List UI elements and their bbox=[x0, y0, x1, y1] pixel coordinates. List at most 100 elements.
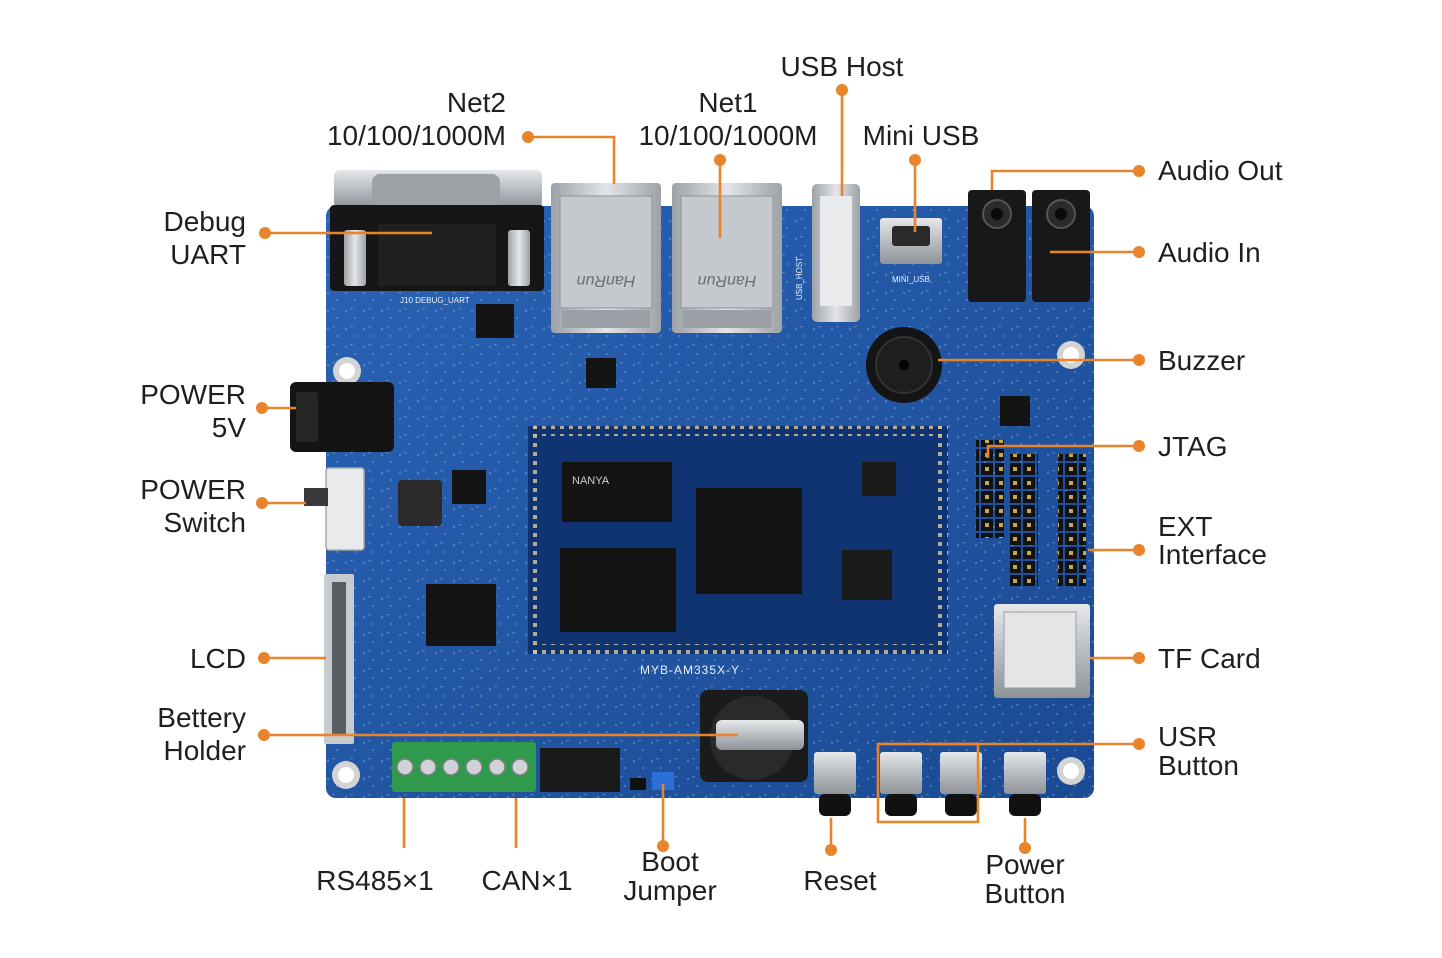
circle-marker-icon bbox=[657, 840, 669, 852]
power-5v-label-line2: 5V bbox=[211, 412, 246, 443]
reset-label-line1: Reset bbox=[803, 865, 877, 896]
buzzer-label-line1: Buzzer bbox=[1158, 345, 1246, 376]
circle-marker-icon bbox=[1133, 246, 1145, 258]
usb-host-silkscreen: USB_HOST bbox=[795, 257, 804, 300]
usr-button-2 bbox=[940, 752, 982, 816]
circle-marker-icon bbox=[714, 154, 726, 166]
phy-chip bbox=[586, 358, 616, 388]
power-inductor bbox=[398, 480, 442, 526]
mounting-hole bbox=[1057, 757, 1085, 785]
mini-usb-label-line1: Mini USB bbox=[862, 120, 980, 151]
debug-uart-silkscreen: J10 DEBUG_UART bbox=[400, 296, 470, 305]
tf-card-label-line1: TF Card bbox=[1158, 643, 1261, 674]
battery-holder bbox=[700, 690, 808, 782]
audio-out-label: Audio Out bbox=[1158, 154, 1338, 187]
circle-marker-icon bbox=[259, 227, 271, 239]
power-button-label-line1: Power bbox=[985, 849, 1065, 880]
net1-label: Net1 10/100/1000M bbox=[618, 86, 838, 152]
power-switch-label-line1: POWER bbox=[140, 474, 246, 505]
usr-button-label-line1: USR bbox=[1158, 721, 1218, 752]
ext-header-2 bbox=[1058, 454, 1086, 586]
nand-chip bbox=[560, 548, 676, 632]
jtag-label-line1: JTAG bbox=[1158, 431, 1228, 462]
mounting-hole bbox=[333, 357, 361, 385]
circle-marker-icon bbox=[258, 729, 270, 741]
rs485-label-line1: RS485×1 bbox=[316, 865, 434, 896]
board-model-silkscreen: MYB-AM335X-Y bbox=[640, 663, 740, 677]
pmic-chip bbox=[842, 550, 892, 600]
ext-header-1 bbox=[1010, 454, 1038, 586]
leader-dots bbox=[256, 84, 1145, 856]
lcd-label: LCD bbox=[100, 642, 246, 675]
battery-holder-label-line2: Holder bbox=[163, 735, 246, 766]
circle-marker-icon bbox=[1133, 165, 1145, 177]
power-5v-label: POWER 5V bbox=[100, 378, 246, 444]
circle-marker-icon bbox=[1133, 652, 1145, 664]
usb-host-connector bbox=[812, 184, 860, 322]
audio-in-label: Audio In bbox=[1158, 236, 1338, 269]
circle-marker-icon bbox=[256, 402, 268, 414]
mini-usb-label: Mini USB bbox=[846, 119, 996, 152]
debug-uart-label: Debug UART bbox=[100, 205, 246, 271]
circle-marker-icon bbox=[836, 84, 848, 96]
can-label-line1: CAN×1 bbox=[481, 865, 573, 896]
usr-button-1 bbox=[880, 752, 922, 816]
tf-card-label: TF Card bbox=[1158, 642, 1338, 675]
terminal-header bbox=[540, 748, 620, 792]
boot-jumper-label: Boot Jumper bbox=[600, 847, 740, 905]
power-switch-label: POWER Switch bbox=[100, 473, 246, 539]
small-chip bbox=[862, 462, 896, 496]
boot-jumper bbox=[630, 772, 674, 790]
net2-label-line1: Net2 bbox=[446, 87, 506, 118]
leader-lines bbox=[262, 90, 1139, 850]
debug-uart-label-line1: Debug bbox=[163, 206, 246, 237]
power-5v-jack bbox=[290, 382, 394, 452]
battery-holder-label: Bettery Holder bbox=[100, 701, 246, 767]
boot-jumper-label-line2: Jumper bbox=[623, 875, 717, 906]
ram-chip-brand: NANYA bbox=[572, 475, 610, 487]
battery-holder-label-line1: Bettery bbox=[157, 702, 246, 733]
lcd-connector bbox=[324, 574, 354, 744]
circle-marker-icon bbox=[1133, 440, 1145, 452]
codec-chip bbox=[1000, 396, 1030, 426]
ram-chip: NANYA bbox=[562, 462, 672, 522]
circle-marker-icon bbox=[825, 844, 837, 856]
circle-marker-icon bbox=[522, 131, 534, 143]
mini-usb-connector bbox=[880, 218, 942, 264]
ext-interface-label: EXT Interface bbox=[1158, 513, 1338, 569]
circle-marker-icon bbox=[1133, 738, 1145, 750]
audio-in-label-line1: Audio In bbox=[1158, 237, 1261, 268]
mini-usb-silkscreen: MINI_USB bbox=[892, 275, 930, 284]
rs485-can-terminal-block bbox=[392, 742, 536, 792]
rs485-transceiver-chip bbox=[426, 584, 496, 646]
boot-jumper-label-line1: Boot bbox=[641, 846, 699, 877]
rs485-label: RS485×1 bbox=[300, 864, 450, 897]
reset-label: Reset bbox=[770, 864, 910, 897]
power-button-label: Power Button bbox=[955, 850, 1095, 908]
net2-label: Net2 10/100/1000M bbox=[300, 86, 506, 152]
circle-marker-icon bbox=[1019, 842, 1031, 854]
regulator-chip bbox=[452, 470, 486, 504]
uart-transceiver-chip bbox=[476, 304, 514, 338]
usr-button-label-line2: Button bbox=[1158, 750, 1239, 781]
net1-label-line2: 10/100/1000M bbox=[638, 120, 818, 151]
ext-interface-label-line2: Interface bbox=[1158, 539, 1267, 570]
net1-ethernet-jack: HanRun bbox=[672, 183, 782, 333]
debug-uart-connector bbox=[330, 170, 544, 291]
net2-label-line2: 10/100/1000M bbox=[326, 120, 506, 151]
mounting-hole bbox=[1057, 341, 1085, 369]
debug-uart-label-line2: UART bbox=[170, 239, 246, 270]
audio-in-jack bbox=[1032, 190, 1090, 302]
power-switch bbox=[304, 467, 365, 551]
jtag-label: JTAG bbox=[1158, 430, 1338, 463]
tf-card-slot bbox=[994, 604, 1090, 698]
net1-jack-brand: HanRun bbox=[698, 272, 757, 289]
audio-out-label-line1: Audio Out bbox=[1158, 155, 1283, 186]
ext-interface-label-line1: EXT bbox=[1158, 511, 1213, 542]
circle-marker-icon bbox=[1133, 544, 1145, 556]
net2-ethernet-jack: HanRun bbox=[551, 183, 661, 333]
buzzer-label: Buzzer bbox=[1158, 344, 1338, 377]
mounting-hole bbox=[332, 761, 360, 789]
circle-marker-icon bbox=[256, 497, 268, 509]
